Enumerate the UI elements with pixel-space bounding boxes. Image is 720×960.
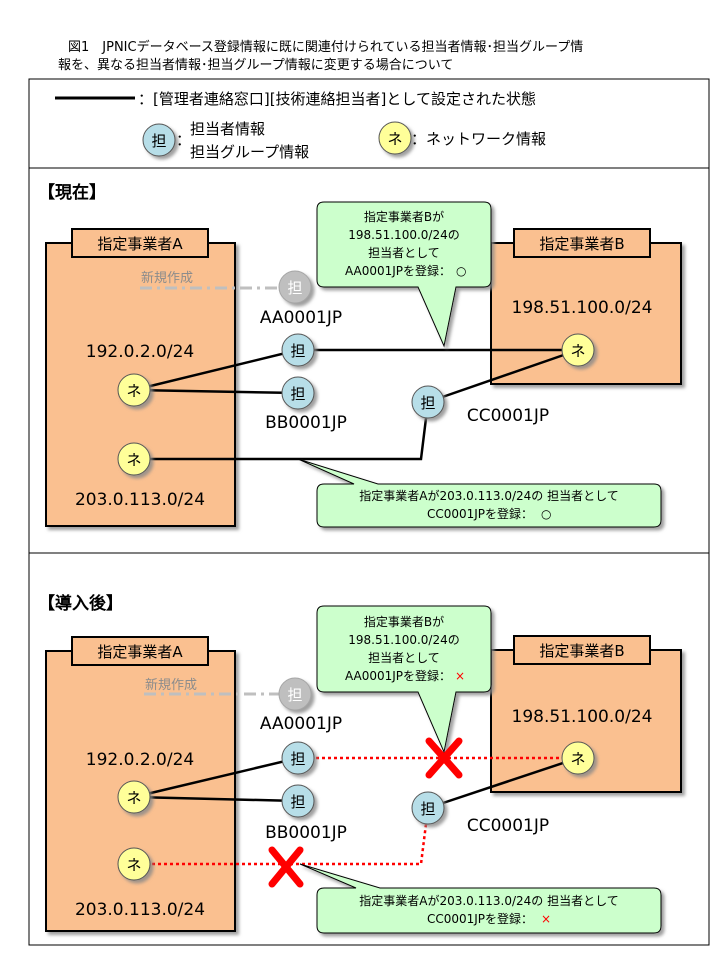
outer-frame bbox=[28, 78, 710, 946]
callout-a: 指定事業者Aが203.0.113.0/24の 担当者として CC0001JPを登… bbox=[297, 458, 662, 528]
contact-cc-label: CC0001JP bbox=[467, 816, 549, 836]
org-b-label-box bbox=[513, 635, 651, 665]
contact-bb-icon: 担 bbox=[281, 784, 315, 818]
svg-text:ネ: ネ bbox=[387, 130, 402, 148]
network-b-icon: ネ bbox=[561, 333, 595, 367]
section-after: 【導入後】 指定事業者A 指定事業者B 新規作成 指定事業者Bが 198.51.… bbox=[38, 593, 682, 934]
svg-text:担: 担 bbox=[420, 394, 435, 412]
line-netb-to-cc bbox=[427, 756, 579, 810]
net-a1-label: 192.0.2.0/24 bbox=[86, 342, 194, 362]
net-a2-label: 203.0.113.0/24 bbox=[75, 490, 205, 510]
new-creation-label: 新規作成 bbox=[145, 677, 197, 693]
legend: ：[管理者連絡窓口][技術連絡担当者]として設定された状態 担 ： 担当者情報 … bbox=[55, 90, 546, 161]
svg-text:ネ: ネ bbox=[570, 750, 585, 768]
contact-cc-label: CC0001JP bbox=[467, 406, 549, 426]
org-a-label: 指定事業者A bbox=[97, 235, 183, 253]
contact-aa-label: AA0001JP bbox=[260, 714, 342, 734]
callout-b-line2: 198.51.100.0/24の bbox=[348, 633, 459, 647]
svg-text:担: 担 bbox=[290, 385, 305, 403]
org-a-label-box bbox=[71, 636, 209, 666]
figure-title-line2: 報を、異なる担当者情報･担当グループ情報に変更する場合について bbox=[58, 57, 453, 73]
line-neta2-to-cc bbox=[134, 401, 430, 461]
line-neta1-to-aa bbox=[133, 756, 299, 799]
callout-a-line2: CC0001JPを登録： bbox=[427, 506, 533, 521]
svg-text:担: 担 bbox=[287, 686, 302, 704]
svg-text:ネ: ネ bbox=[126, 789, 141, 807]
line-neta2-to-cc-removed bbox=[134, 807, 430, 866]
svg-text:担: 担 bbox=[290, 793, 305, 811]
contact-legend-label-2: 担当グループ情報 bbox=[190, 143, 309, 161]
callout-b-line4: AA0001JPを登録： bbox=[345, 263, 451, 278]
contact-aa-new-icon: 担 bbox=[278, 677, 312, 711]
contact-legend-label-1: 担当者情報 bbox=[190, 120, 265, 138]
network-legend-icon: ネ bbox=[378, 121, 412, 155]
contact-bb-label: BB0001JP bbox=[265, 823, 347, 843]
svg-text:ネ: ネ bbox=[570, 342, 585, 360]
network-a2-icon: ネ bbox=[117, 442, 151, 476]
contact-legend-colon: ： bbox=[176, 131, 191, 149]
network-legend-label: ：ネットワーク情報 bbox=[411, 130, 546, 148]
callout-b: 指定事業者Bが 198.51.100.0/24の 担当者として AA0001JP… bbox=[316, 201, 492, 348]
callout-b-line4: AA0001JPを登録： bbox=[345, 668, 451, 683]
callout-a-mark: ○ bbox=[541, 507, 551, 521]
callout-b-line1: 指定事業者Bが bbox=[364, 614, 444, 629]
invalid-x-icon bbox=[268, 846, 304, 888]
svg-text:ネ: ネ bbox=[126, 382, 141, 400]
contact-aa-icon: 担 bbox=[281, 741, 315, 775]
network-a1-icon: ネ bbox=[117, 373, 151, 407]
svg-text:担: 担 bbox=[420, 800, 435, 818]
section-current: 【現在】 指定事業者A 指定事業者B 新規作成 指定事業者Bが 198.51.1… bbox=[38, 182, 682, 528]
contact-legend-icon: 担 bbox=[142, 123, 176, 157]
callout-a-mark: × bbox=[541, 912, 551, 926]
network-b-icon: ネ bbox=[561, 741, 595, 775]
callout-a-line1: 指定事業者Aが203.0.113.0/24の 担当者として bbox=[359, 488, 619, 503]
contact-aa-icon: 担 bbox=[281, 333, 315, 367]
callout-b-line2: 198.51.100.0/24の bbox=[348, 228, 459, 242]
line-neta1-to-bb bbox=[133, 795, 299, 803]
figure-title-line1: 図1 JPNICデータベース登録情報に既に関連付けられている担当者情報･担当グル… bbox=[68, 39, 583, 55]
svg-text:ネ: ネ bbox=[126, 451, 141, 469]
invalid-x-icon bbox=[425, 737, 463, 779]
line-netb-to-cc bbox=[427, 348, 579, 404]
org-a-label: 指定事業者A bbox=[97, 643, 183, 661]
callout-a: 指定事業者Aが203.0.113.0/24の 担当者として CC0001JPを登… bbox=[299, 863, 662, 934]
org-b-label-box bbox=[513, 228, 651, 258]
callout-b-line3: 担当者として bbox=[368, 246, 440, 260]
line-neta1-to-aa bbox=[133, 348, 299, 392]
contact-cc-icon: 担 bbox=[411, 791, 445, 825]
callout-b-line1: 指定事業者Bが bbox=[364, 209, 444, 224]
svg-text:ネ: ネ bbox=[126, 856, 141, 874]
new-creation-label: 新規作成 bbox=[141, 270, 193, 286]
callout-b-line3: 担当者として bbox=[368, 651, 440, 665]
net-a1-label: 192.0.2.0/24 bbox=[86, 750, 194, 770]
callout-b-mark: × bbox=[455, 669, 465, 683]
section-heading-current: 【現在】 bbox=[38, 182, 106, 203]
net-b-label: 198.51.100.0/24 bbox=[512, 707, 653, 727]
contact-aa-new-icon: 担 bbox=[278, 270, 312, 304]
svg-text:担: 担 bbox=[290, 750, 305, 768]
callout-b-mark: ○ bbox=[456, 264, 466, 278]
callout-a-line2: CC0001JPを登録： bbox=[427, 911, 533, 926]
line-neta1-to-bb bbox=[133, 388, 299, 395]
net-b-label: 198.51.100.0/24 bbox=[512, 298, 653, 318]
org-b-label: 指定事業者B bbox=[539, 235, 624, 253]
contact-aa-label: AA0001JP bbox=[260, 308, 342, 328]
svg-text:担: 担 bbox=[287, 279, 302, 297]
contact-bb-label: BB0001JP bbox=[265, 413, 347, 433]
network-a1-icon: ネ bbox=[117, 780, 151, 814]
contact-cc-icon: 担 bbox=[411, 385, 445, 419]
callout-b: 指定事業者Bが 198.51.100.0/24の 担当者として AA0001JP… bbox=[316, 605, 492, 754]
svg-text:担: 担 bbox=[290, 342, 305, 360]
org-b-label: 指定事業者B bbox=[539, 642, 624, 660]
legend-line-label: ：[管理者連絡窓口][技術連絡担当者]として設定された状態 bbox=[138, 90, 536, 108]
contact-bb-icon: 担 bbox=[281, 376, 315, 410]
callout-a-line1: 指定事業者Aが203.0.113.0/24の 担当者として bbox=[359, 893, 619, 908]
section-heading-after: 【導入後】 bbox=[38, 593, 123, 614]
net-a2-label: 203.0.113.0/24 bbox=[75, 900, 205, 920]
org-a-label-box bbox=[71, 228, 209, 258]
network-a2-icon: ネ bbox=[117, 847, 151, 881]
svg-text:担: 担 bbox=[151, 132, 166, 150]
